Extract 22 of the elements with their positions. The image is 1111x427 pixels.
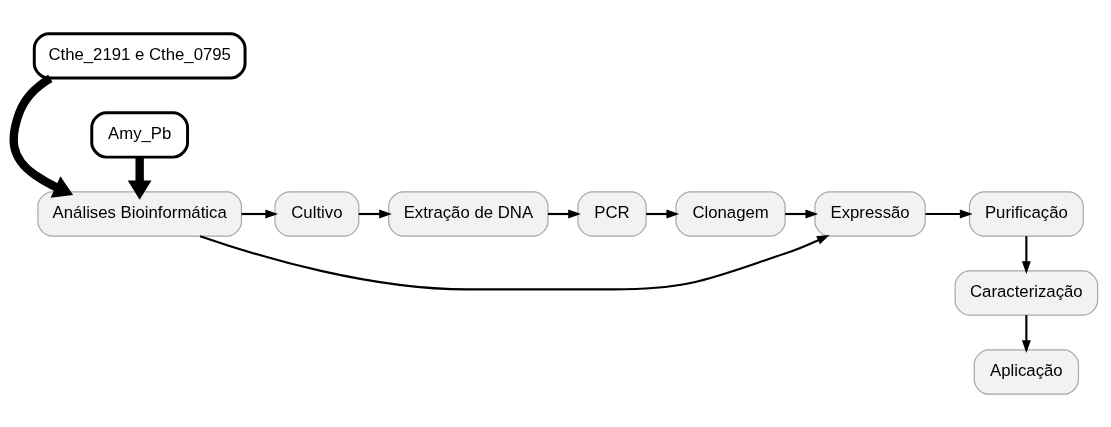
node-box: Purificação xyxy=(968,190,1084,237)
node-box: Caracterização xyxy=(954,269,1099,316)
arrow xyxy=(358,209,392,218)
arrow xyxy=(785,209,819,218)
node-box: PCR xyxy=(577,190,647,237)
node-box: Cthe_2191 e Cthe_0795 xyxy=(32,31,247,80)
node-box: Extração de DNA xyxy=(388,190,549,237)
node-box: Amy_Pb xyxy=(90,110,190,159)
arrow xyxy=(925,209,973,218)
arrow xyxy=(241,209,279,218)
arrow xyxy=(548,209,581,218)
arrow xyxy=(9,74,74,198)
node-box: Cultivo xyxy=(274,190,360,237)
arrow xyxy=(199,234,830,290)
arrow xyxy=(646,209,680,218)
arrow xyxy=(127,156,152,200)
node-box: Aplicação xyxy=(973,348,1080,395)
arrow xyxy=(1021,235,1031,274)
node-box: Clonagem xyxy=(675,190,786,237)
arrow xyxy=(1021,314,1031,353)
node-box: Análises Bioinformática xyxy=(37,190,243,237)
node-box: Expressão xyxy=(814,190,926,237)
